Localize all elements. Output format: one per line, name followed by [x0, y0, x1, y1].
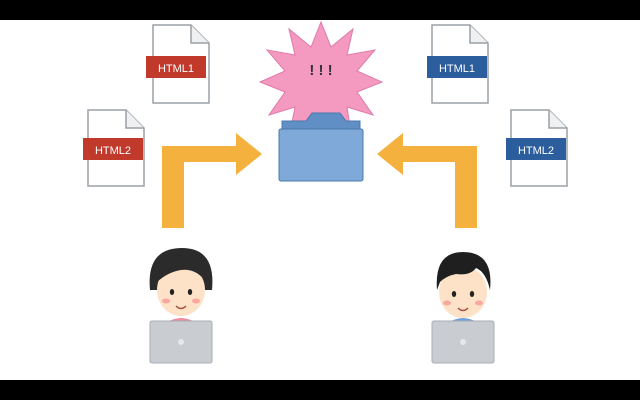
file-icon-html1-left: HTML1: [146, 24, 210, 104]
folder-icon: [278, 112, 364, 182]
file-label-badge: [83, 138, 143, 160]
file-label-text: HTML1: [439, 63, 475, 75]
right-arrow: [377, 133, 477, 228]
file-label-text: HTML2: [95, 145, 131, 157]
file-icon-html2-right: HTML2: [506, 109, 568, 187]
file-icon-html2-left: HTML2: [83, 109, 145, 187]
burst-text: ! ! !: [309, 62, 332, 79]
file-label-text: HTML1: [158, 63, 194, 75]
file-icon-html1-right: HTML1: [427, 24, 489, 104]
man-with-laptop: [431, 252, 495, 364]
conflict-diagram: ! ! ! HTML1: [83, 20, 568, 364]
file-label-badge: [427, 56, 487, 78]
file-label-text: HTML2: [518, 145, 554, 157]
file-label-badge: [506, 138, 566, 160]
woman-with-laptop: [149, 248, 213, 364]
illustration-canvas: ! ! ! HTML1: [0, 20, 640, 380]
left-arrow: [162, 133, 262, 228]
file-label-badge: [146, 56, 206, 78]
